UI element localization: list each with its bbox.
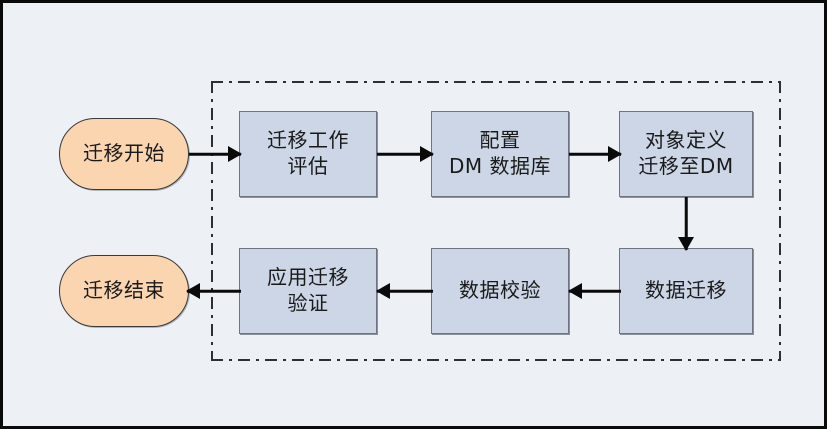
node-application-migration-verification[interactable]: 应用迁移 验证 [239, 248, 377, 334]
edge-assessment-to-configure-db [377, 144, 434, 164]
edge-app-verification-to-end [186, 281, 241, 301]
node-start[interactable]: 迁移开始 [59, 118, 189, 190]
edge-line [187, 289, 241, 293]
edge-line [684, 197, 688, 250]
node-object-definition-migration[interactable]: 对象定义 迁移至DM [619, 111, 753, 197]
edge-data-migration-to-data-verification [568, 281, 621, 301]
edge-line [569, 289, 621, 293]
node-configure-dm-database[interactable]: 配置 DM 数据库 [431, 111, 569, 197]
edge-line [189, 152, 241, 156]
node-data-migration[interactable]: 数据迁移 [619, 248, 753, 334]
edge-configure-db-to-object-definition [569, 144, 622, 164]
arrow-head-left-icon [376, 283, 390, 299]
arrow-head-left-icon [186, 283, 200, 299]
arrow-head-right-icon [420, 146, 434, 162]
node-end[interactable]: 迁移结束 [59, 255, 189, 327]
edge-data-verification-to-app-verification [376, 281, 433, 301]
edge-object-definition-to-data-migration [676, 197, 696, 251]
arrow-head-right-icon [608, 146, 622, 162]
node-migration-assessment[interactable]: 迁移工作 评估 [239, 111, 377, 197]
node-data-verification[interactable]: 数据校验 [431, 248, 569, 334]
edge-line [377, 289, 433, 293]
arrow-head-down-icon [678, 237, 694, 251]
arrow-head-left-icon [568, 283, 582, 299]
arrow-head-right-icon [228, 146, 242, 162]
edge-line [377, 152, 433, 156]
edge-line [569, 152, 621, 156]
edge-start-to-assessment [189, 144, 242, 164]
